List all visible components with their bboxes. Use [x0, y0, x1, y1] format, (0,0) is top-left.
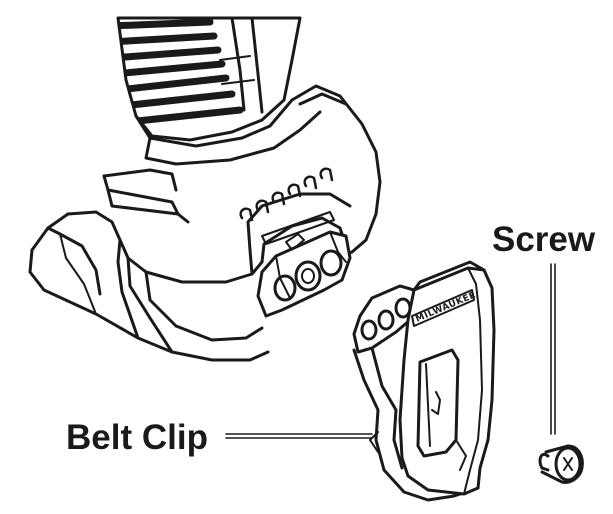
boss-hole-3 — [319, 249, 343, 277]
screw — [538, 444, 584, 484]
tool-base — [28, 84, 382, 362]
callout-belt-clip: Belt Clip — [66, 418, 208, 457]
mounting-boss — [256, 230, 352, 318]
tool-handle — [116, 16, 302, 142]
boss-hole-1 — [273, 274, 297, 302]
boss-hole-2 — [294, 260, 322, 292]
leader-lines — [225, 263, 556, 439]
callout-screw: Screw — [492, 220, 596, 259]
vent-slots — [239, 167, 334, 222]
belt-clip — [352, 260, 496, 502]
grip-texture — [118, 18, 244, 126]
